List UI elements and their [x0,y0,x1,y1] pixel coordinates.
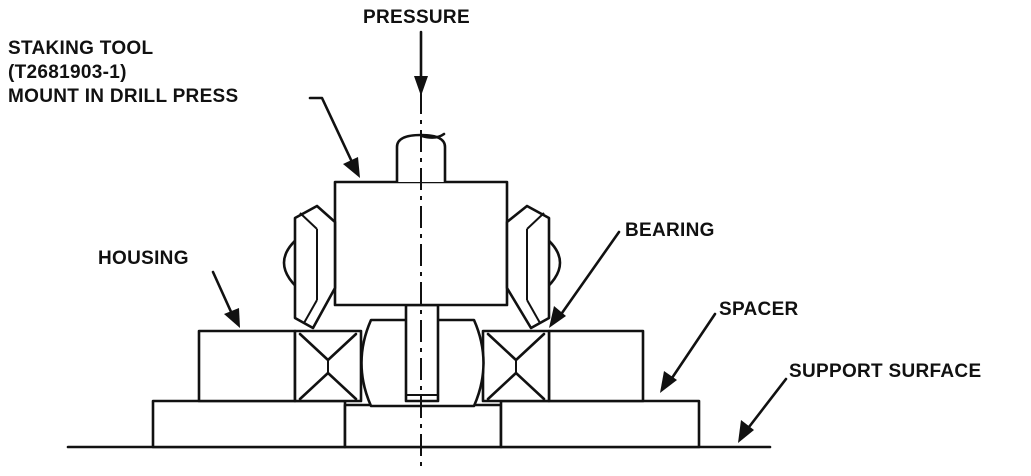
label-staking-tool-line3: MOUNT IN DRILL PRESS [8,86,239,107]
housing-right [547,329,645,403]
base-left-block [151,399,347,449]
label-pressure: PRESSURE [363,7,470,28]
spacer-ball [360,303,485,408]
lower-bearing-left [293,329,363,403]
label-support-surface: SUPPORT SURFACE [789,361,981,382]
housing-leader [211,270,240,328]
bearing-left [293,204,337,330]
housing-left [197,329,297,403]
label-staking-tool-line1: STAKING TOOL [8,38,153,59]
support-surface-leader [738,377,788,443]
spacer-leader [660,312,717,393]
label-housing: HOUSING [98,248,189,269]
label-staking-tool-line2: (T2681903-1) [8,62,127,83]
label-bearing: BEARING [625,220,715,241]
label-spacer: SPACER [719,299,799,320]
bearing-leader [549,230,621,328]
pressure-arrow [414,30,428,96]
base-center-block [343,403,503,449]
bearing-right [505,204,551,330]
base-right-block [499,399,701,449]
lower-bearing-right [481,329,551,403]
staking-tool-leader [308,96,360,178]
